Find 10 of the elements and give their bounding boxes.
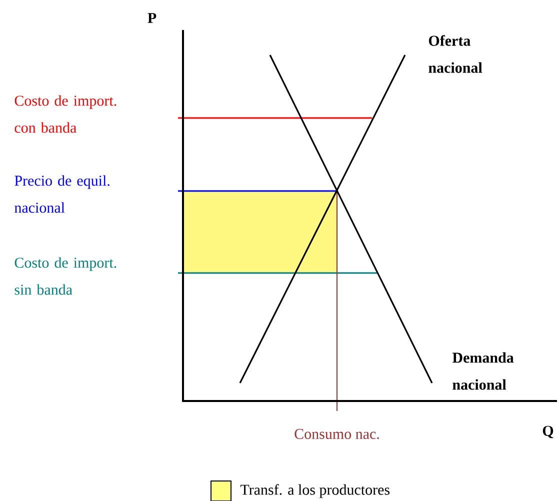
curve-label: Oferta nacional xyxy=(428,35,482,73)
shaded-area xyxy=(183,191,337,273)
curve-label: Demanda nacional xyxy=(452,352,514,390)
price-label: Costo de import. con banda xyxy=(14,95,116,133)
price-label: Costo de import. sin banda xyxy=(14,257,116,295)
price-label: Precio de equil. nacional xyxy=(14,175,110,213)
legend-text: Transf. a los productores xyxy=(240,484,390,498)
axis-label: P xyxy=(148,13,156,23)
quantity-label: Consumo nac. xyxy=(294,428,379,440)
axis-label: Q xyxy=(542,426,554,438)
